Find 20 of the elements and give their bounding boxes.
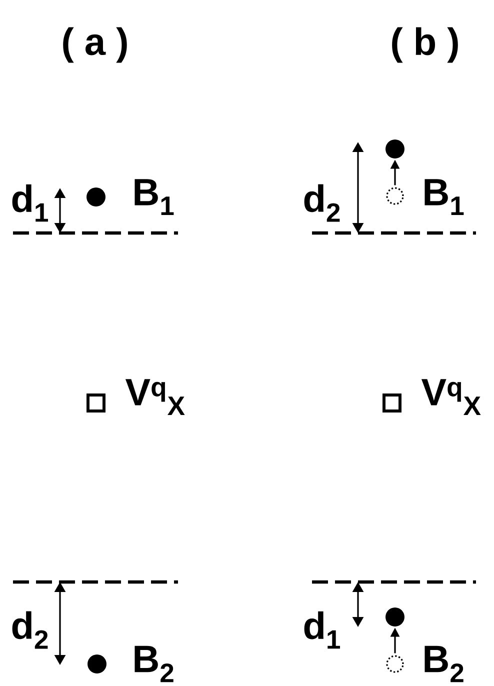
hollow-circle (386, 655, 404, 673)
point-label: B$_{2}$ (424, 646, 464, 682)
square (86, 394, 106, 412)
distance-label: d$_{1}$ (12, 184, 48, 222)
dot (88, 654, 106, 674)
panel-label: ( b ) (392, 27, 458, 63)
point-label: V$^{q}$X (421, 379, 481, 415)
distance-label: d$_{1}$ (304, 611, 340, 649)
point-label: B$_{1}$ (424, 179, 464, 215)
distance-label: d$_{2}$ (12, 611, 48, 649)
hollow-circle (386, 187, 404, 205)
dot (386, 608, 404, 626)
point-label: V$^{q}$X (125, 379, 185, 415)
dot (86, 188, 106, 206)
panel-label: ( a ) (63, 27, 127, 63)
dot (386, 140, 404, 158)
point-label: B$_{2}$ (134, 646, 174, 682)
square (382, 394, 402, 412)
point-label: B$_{1}$ (134, 179, 174, 215)
distance-label: d$_{2}$ (304, 184, 340, 222)
